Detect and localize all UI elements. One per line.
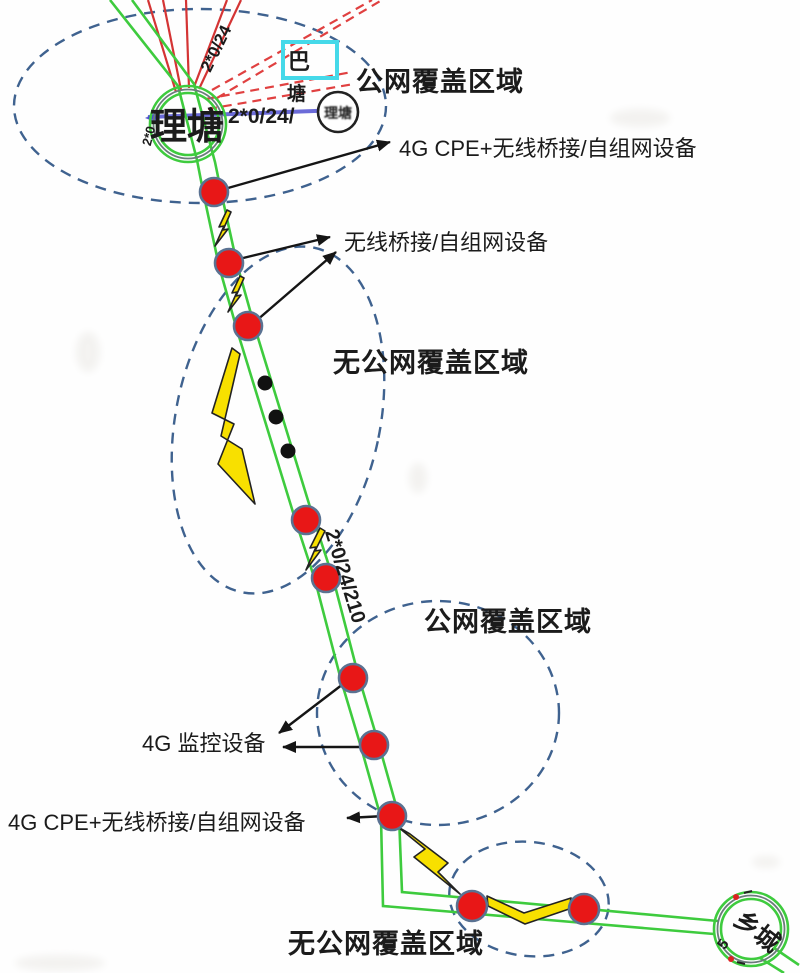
route-nodes [198, 176, 601, 926]
fault-lightning-bolts [211, 209, 572, 925]
lightning-bolt-icon [227, 275, 245, 313]
label-cpe-bridge-top: 4G CPE+无线桥接/自组网设备 [399, 136, 697, 161]
annotation-arrow [255, 251, 337, 322]
litang-side-label: 2*0 [139, 125, 158, 148]
annotation-arrow [238, 234, 331, 261]
lightning-bolt-icon [211, 347, 256, 505]
line-node [310, 562, 342, 594]
zone-mid-public-ellipse [315, 599, 561, 827]
annotation-arrow [278, 680, 348, 734]
zone-label-mid-no-public: 无公网覆盖区域 [333, 348, 529, 378]
station-xiangcheng: 乡城 5 [712, 890, 790, 968]
lightning-bolt-icon [214, 209, 232, 247]
line-node [337, 662, 369, 694]
top-feeder-label: 2*0/24 [197, 22, 236, 75]
zone-label-bottom-no-public: 无公网覆盖区域 [288, 929, 484, 959]
line-node [290, 504, 322, 536]
zone-top-public-ellipse [12, 7, 388, 205]
lightning-bolt-icon [397, 826, 461, 895]
ring-mark [733, 894, 739, 900]
line-node [198, 176, 230, 208]
zone-mid-no-public-ellipse [170, 245, 386, 595]
litang-link-label: 2*0/24/ [228, 105, 295, 128]
coverage-zones [12, 7, 610, 958]
station-batang-char-top: 巴 [288, 49, 310, 74]
zone-bottom-no-public-ellipse [448, 840, 610, 958]
continuation-dots [257, 375, 296, 459]
label-monitor-4g: 4G 监控设备 [142, 731, 265, 756]
station-litang-label: 理塘 [150, 106, 224, 147]
station-batang-char-bottom: 塘 [287, 82, 306, 105]
line-node [567, 892, 601, 926]
line-node [213, 247, 245, 279]
substation-small-label: 理塘 [324, 105, 352, 121]
line-node [455, 889, 489, 923]
line-node [376, 800, 408, 832]
line-node [232, 310, 264, 342]
label-bridge-only: 无线桥接/自组网设备 [344, 230, 548, 255]
line-node [358, 729, 390, 761]
zone-label-mid-public: 公网覆盖区域 [424, 607, 592, 637]
scan-smudges [15, 109, 780, 971]
lightning-bolt-icon [305, 527, 326, 571]
red-feeder-lines [146, 0, 242, 93]
station-batang: 巴 塘 [281, 40, 339, 105]
annotation-arrow [227, 139, 391, 190]
station-litang: 理塘 2*0 [139, 84, 228, 164]
zone-label-top-public: 公网覆盖区域 [356, 67, 524, 97]
label-cpe-bridge-bottom: 4G CPE+无线桥接/自组网设备 [8, 810, 306, 835]
ring-mark [728, 956, 734, 962]
substation-small: 理塘 [316, 90, 360, 134]
